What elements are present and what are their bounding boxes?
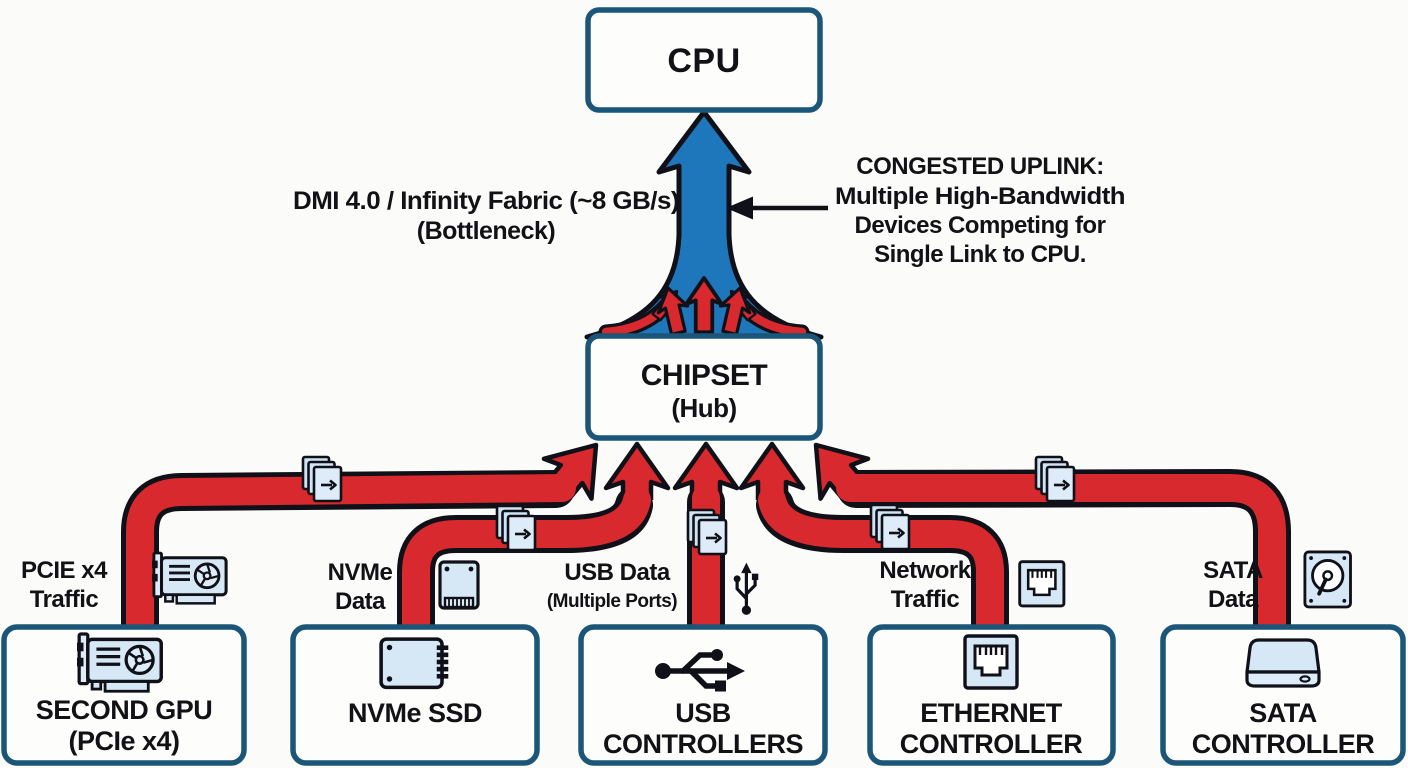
flow-label-sata: SATA Data	[1203, 557, 1263, 613]
gpu-card-icon	[75, 632, 163, 693]
ethernet-port-icon	[963, 634, 1019, 690]
device-name-line1: ETHERNET	[920, 698, 1063, 728]
data-packets-icon	[1034, 455, 1076, 503]
device-name-line2: CONTROLLERS	[603, 729, 803, 759]
flow-label-pcie: PCIE x4 Traffic	[21, 557, 109, 613]
cpu-label: CPU	[667, 42, 740, 80]
device-name-line1: NVMe SSD	[348, 698, 482, 728]
device-name-line2: (PCIe x4)	[68, 726, 179, 756]
flow-label-line2: Traffic	[30, 586, 99, 613]
chipset-sublabel: (Hub)	[671, 393, 736, 423]
device-name-line1: USB	[675, 698, 731, 728]
flow-label-line2: (Multiple Ports)	[547, 591, 677, 612]
chipset-box: CHIPSET (Hub)	[585, 333, 823, 441]
external-drive-icon	[1245, 638, 1321, 688]
device-name-line1: SECOND GPU	[36, 695, 213, 725]
flow-label-network: Network Traffic	[879, 557, 972, 613]
data-packets-icon	[495, 504, 537, 552]
flow-label-line2: Data	[1208, 586, 1259, 613]
sata-data-pipe	[792, 425, 1291, 659]
ssd-icon	[379, 637, 451, 690]
annotation-line2: Multiple High-Bandwidth	[835, 183, 1125, 210]
annotation-line4: Single Link to CPU.	[874, 241, 1086, 268]
annotation-line1: CONGESTED UPLINK:	[856, 153, 1104, 180]
uplink-label: DMI 4.0 / Infinity Fabric (~8 GB/s) (Bot…	[293, 187, 680, 245]
device-name-line2: CONTROLLER	[1192, 729, 1374, 759]
flow-label-usb: USB Data (Multiple Ports)	[547, 559, 678, 612]
flow-label-line1: NVMe	[328, 559, 393, 586]
device-name-line1: SATA	[1249, 698, 1317, 728]
device-box-usb: USB CONTROLLERS	[578, 624, 828, 766]
ssd-icon	[438, 560, 480, 610]
data-packets-icon	[869, 503, 911, 551]
flow-label-line2: Traffic	[891, 586, 960, 613]
device-name-line2: CONTROLLER	[900, 729, 1082, 759]
flow-label-line1: Network	[879, 557, 971, 584]
ethernet-port-icon	[1018, 560, 1066, 608]
device-box-ethernet: ETHERNET CONTROLLER	[867, 624, 1116, 766]
flow-label-line1: SATA	[1203, 557, 1263, 584]
annotation-line3: Devices Competing for	[855, 212, 1106, 239]
pcie-traffic-pipe	[121, 425, 620, 659]
data-packets-icon	[686, 508, 728, 556]
congestion-annotation: CONGESTED UPLINK: Multiple High-Bandwidt…	[726, 153, 1126, 268]
device-box-sata: SATA CONTROLLER	[1160, 624, 1406, 766]
uplink-label-line1: DMI 4.0 / Infinity Fabric (~8 GB/s)	[293, 187, 679, 215]
flow-label-line2: Data	[335, 588, 386, 615]
chipset-label: CHIPSET	[641, 359, 768, 392]
device-box-nvme: NVMe SSD	[290, 624, 540, 766]
flow-label-line1: PCIE x4	[21, 557, 108, 584]
gpu-card-icon	[150, 551, 228, 605]
flow-label-line1: USB Data	[564, 559, 671, 586]
flow-label-nvme: NVMe Data	[328, 559, 393, 615]
cpu-box: CPU	[585, 7, 823, 113]
hard-disk-icon	[1303, 550, 1353, 609]
device-box-gpu: SECOND GPU (PCIe x4)	[1, 624, 247, 766]
annotation-pointer-arrow	[726, 196, 828, 220]
uplink-label-line2: (Bottleneck)	[417, 217, 556, 245]
data-packets-icon	[301, 455, 343, 503]
